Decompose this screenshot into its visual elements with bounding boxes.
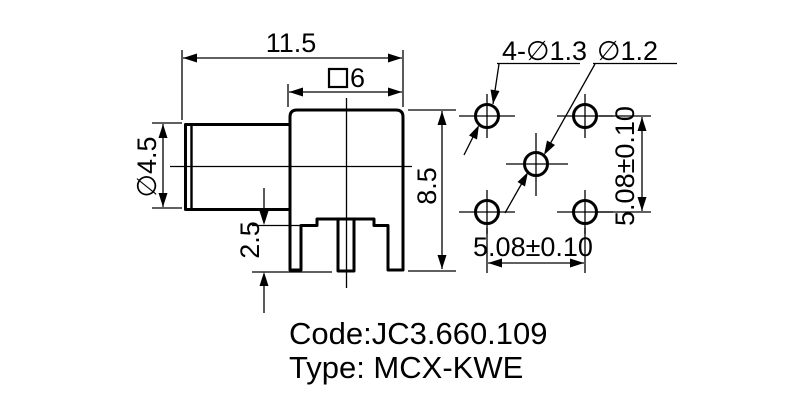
dim-horizontal-pitch-text: 5.08±0.10: [473, 232, 593, 262]
arrowhead: [637, 197, 647, 211]
center-hole-label: ∅1.2: [504, 36, 677, 214]
mounting-hole-bottom-left: [459, 190, 515, 234]
type-text: Type: MCX-KWE: [289, 350, 523, 385]
arrowhead: [388, 53, 402, 63]
dim-barrel-diameter: ∅4.5: [132, 122, 182, 209]
arrowhead: [637, 117, 647, 131]
dim-leg-length: 2.5: [235, 188, 332, 313]
corner-holes-label: 4-∅1.3: [463, 36, 587, 156]
side-view: 11.5 6 ∅4.5 8.5: [132, 28, 456, 313]
arrowhead: [259, 272, 269, 286]
title-block: Code:JC3.660.109 Type: MCX-KWE: [289, 316, 548, 385]
arrowhead: [158, 193, 168, 207]
arrowhead: [388, 87, 402, 97]
code-text: Code:JC3.660.109: [289, 316, 548, 351]
center-hole: [506, 133, 568, 196]
arrowhead: [289, 87, 303, 97]
dim-vertical-pitch-text: 5.08±0.10: [610, 106, 640, 226]
leader-arrowhead: [517, 172, 528, 187]
dim-overall-width-text: 11.5: [266, 28, 317, 58]
dim-leg-length-text: 2.5: [235, 221, 265, 259]
dim-body-height-text: 8.5: [412, 167, 442, 205]
dim-vertical-pitch: 5.08±0.10: [597, 106, 651, 226]
center-hole-label-text: ∅1.2: [597, 36, 658, 66]
footprint-view: 4-∅1.3 ∅1.2 5.08±0.10: [459, 36, 677, 273]
connector-body-outline: [288, 108, 405, 272]
arrowhead: [437, 255, 447, 269]
arrowhead: [437, 111, 447, 125]
square-symbol: [327, 67, 349, 89]
dim-barrel-diameter-text: ∅4.5: [132, 136, 162, 197]
leader-arrowhead: [469, 125, 479, 140]
leader-arrowhead: [490, 89, 500, 104]
dim-body-height: 8.5: [408, 109, 456, 272]
dim-body-width: 6: [287, 63, 402, 107]
arrowhead: [570, 258, 584, 268]
arrowhead: [259, 211, 269, 225]
dim-body-width-text: 6: [350, 63, 365, 93]
leader-arrowhead: [544, 140, 555, 155]
center-pin: [336, 217, 356, 273]
mounting-hole-top-left: [459, 94, 515, 138]
arrowhead: [183, 53, 197, 63]
dim-overall-width: 11.5: [181, 28, 404, 120]
arrowhead: [158, 124, 168, 138]
arrowhead: [488, 258, 502, 268]
dim-horizontal-pitch: 5.08±0.10: [473, 228, 593, 273]
corner-holes-label-text: 4-∅1.3: [502, 36, 587, 66]
